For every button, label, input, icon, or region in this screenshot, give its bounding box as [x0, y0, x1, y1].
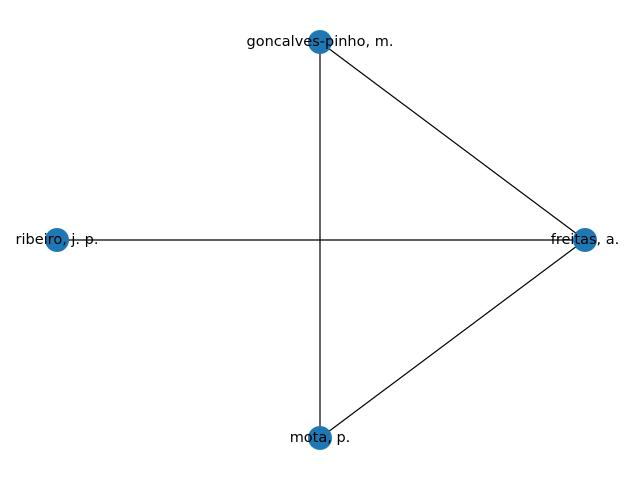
node-group	[45, 30, 597, 450]
node-freitas	[573, 228, 597, 252]
node-mota	[308, 426, 332, 450]
edge-group	[57, 41, 586, 439]
edge-mota-freitas	[319, 239, 586, 439]
node-label-goncalves: goncalves-pinho, m.	[247, 34, 394, 50]
node-label-mota: mota, p.	[290, 430, 351, 446]
node-label-freitas: freitas, a.	[551, 232, 620, 248]
edge-goncalves-freitas	[319, 41, 586, 241]
node-ribeiro	[45, 228, 69, 252]
node-label-ribeiro: ribeiro, j. p.	[16, 232, 99, 248]
node-goncalves	[308, 30, 332, 54]
label-group: goncalves-pinho, m. freitas, a. mota, p.…	[16, 34, 620, 446]
